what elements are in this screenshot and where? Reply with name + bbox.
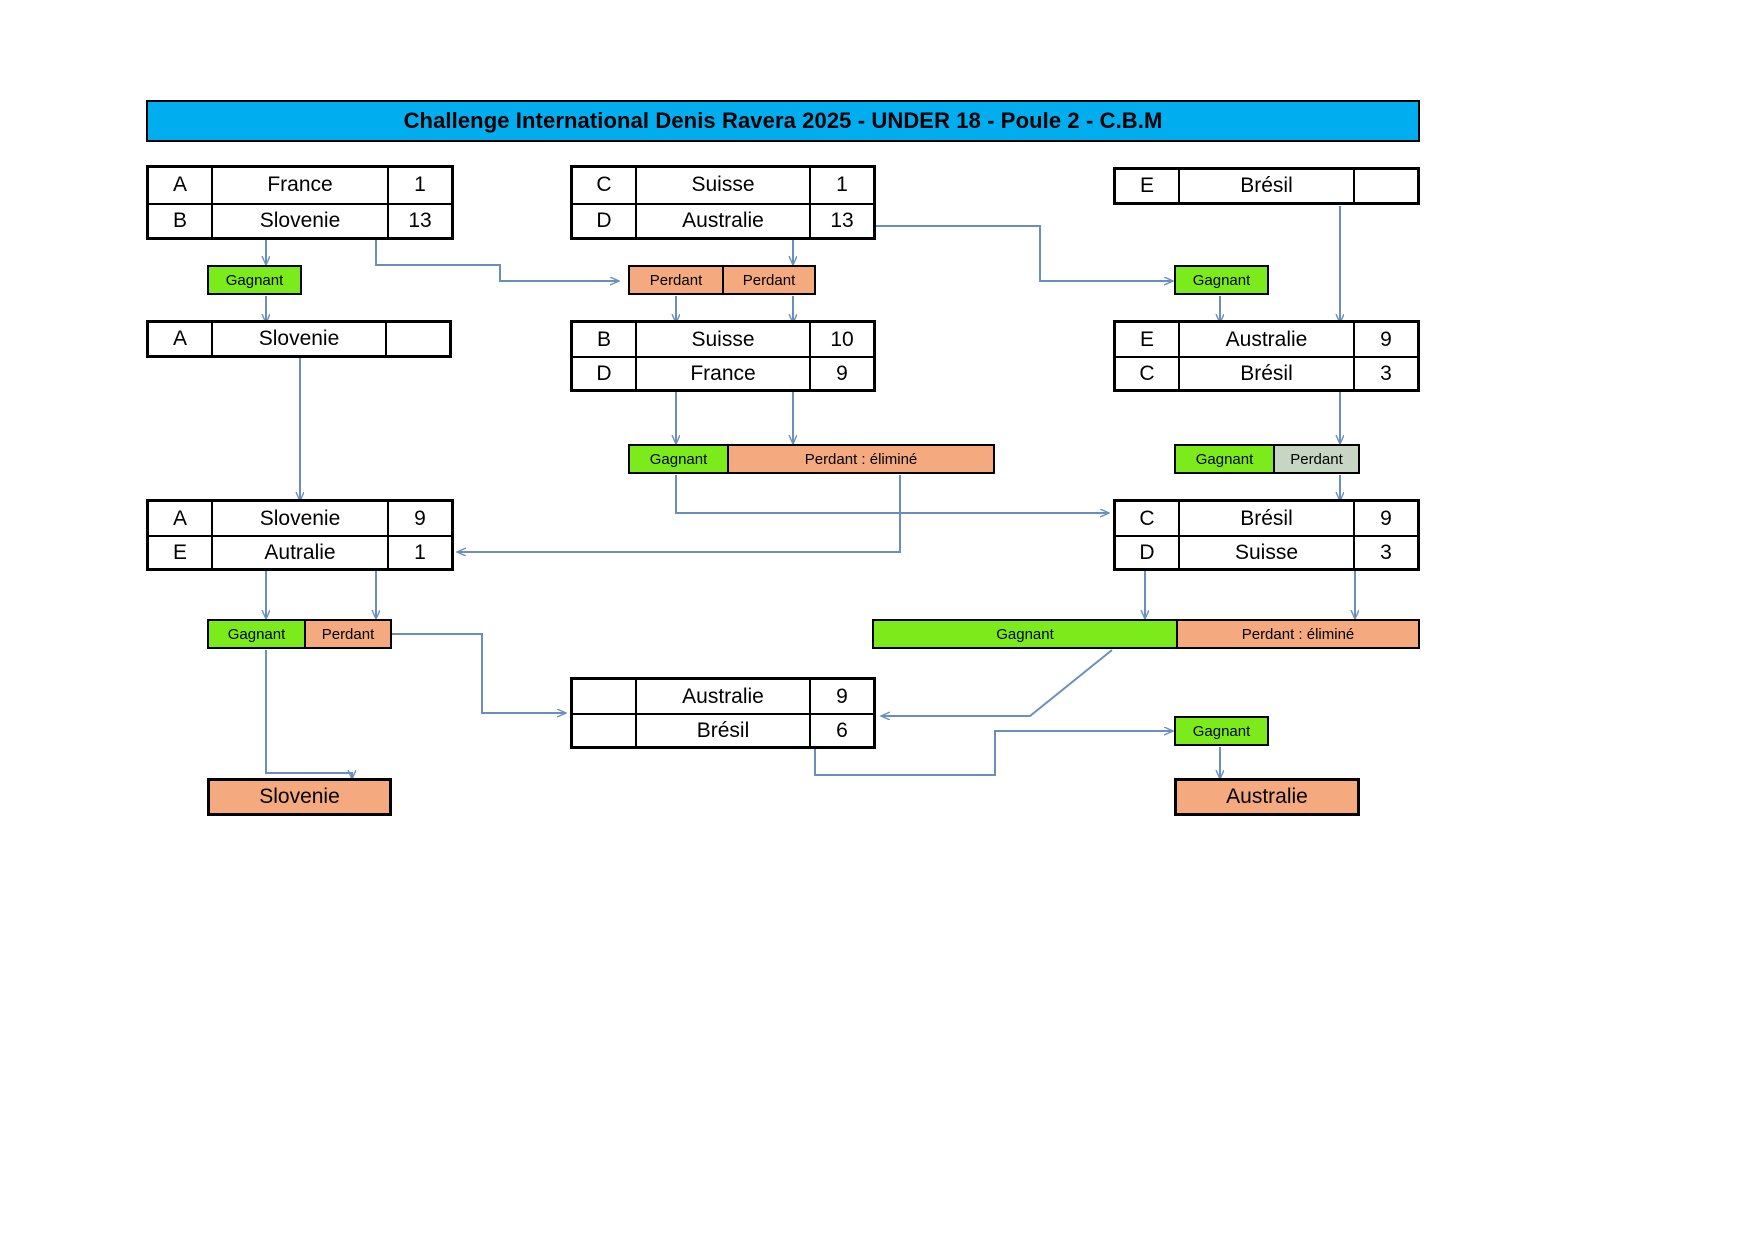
team-score: [385, 323, 449, 355]
table-row: C Brésil 3: [1116, 356, 1417, 389]
team-score: 13: [387, 204, 451, 237]
status-badge-gagnant: Gagnant: [1176, 446, 1273, 472]
team-name: Australie: [682, 684, 764, 708]
table-row: D France 9: [573, 356, 873, 389]
team-name: Suisse: [691, 173, 755, 197]
status-badge-gagnant: Gagnant: [1176, 267, 1267, 293]
final-result-right[interactable]: Australie: [1174, 778, 1360, 816]
table-row: A Slovenie: [149, 323, 449, 355]
team-name: Brésil: [1240, 361, 1293, 385]
match-box-m1[interactable]: A France 1 B Slovenie 13: [146, 165, 454, 240]
status-badge-perdant-elimine: Perdant : éliminé: [727, 446, 993, 472]
table-row: C Brésil 9: [1116, 502, 1417, 535]
team-name: Australie: [682, 208, 764, 232]
status-badge-gagnant: Gagnant: [874, 621, 1176, 647]
team-name: Suisse: [1234, 540, 1299, 564]
team-letter: [573, 680, 637, 713]
team-score: 1: [387, 168, 451, 203]
team-letter: A: [149, 168, 213, 203]
status-chip-group-c7: Gagnant Perdant : éliminé: [872, 619, 1420, 649]
team-letter: C: [1116, 502, 1180, 535]
team-score: 9: [1353, 323, 1417, 356]
match-box-m8[interactable]: C Brésil 9 D Suisse 3: [1113, 499, 1420, 571]
table-row: B Suisse 10: [573, 323, 873, 356]
table-row: Australie 9: [573, 680, 873, 713]
table-row: E Autralie 1: [149, 535, 451, 568]
team-letter: C: [573, 168, 637, 203]
team-name: Australie: [1225, 327, 1308, 351]
team-score: 9: [809, 358, 873, 389]
status-badge-gagnant: Gagnant: [1176, 718, 1267, 744]
final-result-left[interactable]: Slovenie: [207, 778, 392, 816]
status-badge-gagnant: Gagnant: [209, 621, 304, 647]
team-letter: D: [1116, 537, 1180, 568]
team-letter: D: [573, 204, 637, 237]
team-letter: B: [573, 323, 637, 356]
status-badge-perdant: Perdant: [630, 267, 722, 293]
table-row: A Slovenie 9: [149, 502, 451, 535]
team-letter: B: [149, 204, 213, 237]
team-letter: E: [1116, 170, 1180, 202]
team-name: Slovenie: [258, 327, 340, 350]
team-name: Suisse: [691, 327, 755, 351]
table-row: A France 1: [149, 168, 451, 203]
status-chip-group-c6: Gagnant Perdant: [207, 619, 392, 649]
status-chip-group-c3: Gagnant: [1174, 265, 1269, 295]
status-chip-group-c1: Gagnant: [207, 265, 302, 295]
team-letter: A: [149, 502, 213, 535]
table-row: D Suisse 3: [1116, 535, 1417, 568]
team-score: 3: [1353, 537, 1417, 568]
team-score: 9: [1353, 502, 1417, 535]
team-score: 13: [809, 204, 873, 237]
team-name: Autralie: [264, 540, 336, 564]
team-name: Slovenie: [259, 208, 341, 232]
match-box-m7[interactable]: A Slovenie 9 E Autralie 1: [146, 499, 454, 571]
page-title: Challenge International Denis Ravera 202…: [146, 100, 1420, 142]
match-box-m2[interactable]: C Suisse 1 D Australie 13: [570, 165, 876, 240]
table-row: Brésil 6: [573, 713, 873, 746]
status-chip-group-c4: Gagnant Perdant : éliminé: [628, 444, 995, 474]
table-row: E Australie 9: [1116, 323, 1417, 356]
team-letter: A: [149, 323, 213, 355]
status-badge-perdant: Perdant: [1273, 446, 1358, 472]
team-score: 6: [809, 715, 873, 746]
team-score: 3: [1353, 358, 1417, 389]
team-score: [1353, 170, 1417, 202]
team-letter: E: [149, 537, 213, 568]
table-row: E Brésil: [1116, 170, 1417, 202]
match-box-m3[interactable]: E Brésil: [1113, 167, 1420, 205]
table-row: B Slovenie 13: [149, 202, 451, 237]
status-badge-gagnant: Gagnant: [209, 267, 300, 293]
status-chip-group-c8: Gagnant: [1174, 716, 1269, 746]
team-score: 1: [387, 537, 451, 568]
team-letter: E: [1116, 323, 1180, 356]
status-badge-gagnant: Gagnant: [630, 446, 727, 472]
team-name: Brésil: [1240, 174, 1293, 197]
match-box-m9[interactable]: Australie 9 Brésil 6: [570, 677, 876, 749]
team-name: Brésil: [1240, 506, 1293, 530]
status-badge-perdant-elimine: Perdant : éliminé: [1176, 621, 1418, 647]
status-chip-group-c5: Gagnant Perdant: [1174, 444, 1360, 474]
match-box-m5[interactable]: B Suisse 10 D France 9: [570, 320, 876, 392]
team-score: 1: [809, 168, 873, 203]
team-name: France: [267, 173, 333, 197]
team-score: 9: [809, 680, 873, 713]
table-row: D Australie 13: [573, 202, 873, 237]
status-badge-perdant: Perdant: [722, 267, 814, 293]
team-score: 10: [809, 323, 873, 356]
team-letter: D: [573, 358, 637, 389]
table-row: C Suisse 1: [573, 168, 873, 203]
team-name: Slovenie: [259, 506, 341, 530]
status-chip-group-c2: Perdant Perdant: [628, 265, 816, 295]
team-score: 9: [387, 502, 451, 535]
match-box-m4[interactable]: A Slovenie: [146, 320, 452, 358]
team-letter: C: [1116, 358, 1180, 389]
status-badge-perdant: Perdant: [304, 621, 390, 647]
match-box-m6[interactable]: E Australie 9 C Brésil 3: [1113, 320, 1420, 392]
team-name: Brésil: [696, 718, 750, 742]
team-letter: [573, 715, 637, 746]
team-name: France: [690, 361, 756, 385]
